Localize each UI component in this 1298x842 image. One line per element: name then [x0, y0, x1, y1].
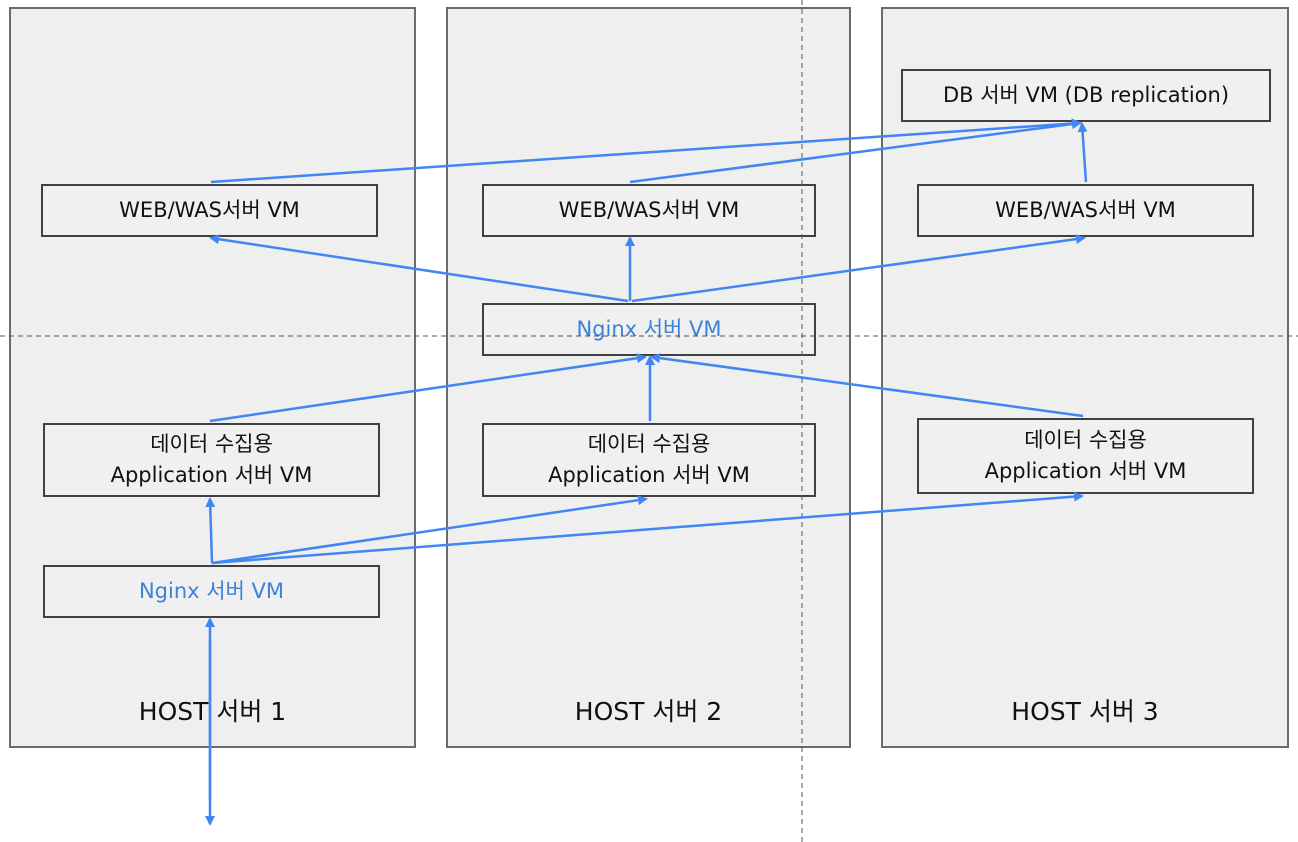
host-server-1: HOST 서버 1 [9, 7, 416, 748]
app-server-vm-3-line2: Application 서버 VM [984, 459, 1187, 483]
web-was-server-vm-2: WEB/WAS서버 VM [482, 184, 816, 237]
nginx-entry-server-vm-label: Nginx 서버 VM [138, 579, 285, 603]
host-server-1-label: HOST 서버 1 [138, 697, 287, 726]
nginx-internal-server-vm-label: Nginx 서버 VM [576, 317, 722, 341]
db-server-vm: DB 서버 VM (DB replication) [901, 69, 1271, 122]
host-server-3-label: HOST 서버 3 [1011, 697, 1159, 726]
app-server-vm-2: 데이터 수집용 Application 서버 VM [482, 423, 816, 497]
app-server-vm-2-line2: Application 서버 VM [548, 463, 750, 487]
host-server-2-label: HOST 서버 2 [574, 697, 723, 726]
app-server-vm-1-line1: 데이터 수집용 [150, 432, 273, 456]
app-server-vm-3-line1: 데이터 수집용 [1024, 428, 1147, 452]
app-server-vm-3: 데이터 수집용 Application 서버 VM [917, 418, 1254, 494]
web-was-server-vm-1: WEB/WAS서버 VM [41, 184, 378, 237]
host-server-2: HOST 서버 2 [446, 7, 851, 748]
db-server-vm-label: DB 서버 VM (DB replication) [942, 83, 1230, 107]
web-was-server-vm-1-label: WEB/WAS서버 VM [119, 198, 300, 222]
web-was-server-vm-3-label: WEB/WAS서버 VM [995, 198, 1176, 222]
web-was-server-vm-2-label: WEB/WAS서버 VM [558, 198, 740, 222]
app-server-vm-2-line1: 데이터 수집용 [587, 432, 711, 456]
app-server-vm-1: 데이터 수집용 Application 서버 VM [43, 423, 380, 497]
web-was-server-vm-3: WEB/WAS서버 VM [917, 184, 1254, 237]
app-server-vm-1-line2: Application 서버 VM [110, 463, 313, 487]
nginx-entry-server-vm: Nginx 서버 VM [43, 565, 380, 618]
nginx-internal-server-vm: Nginx 서버 VM [482, 303, 816, 356]
